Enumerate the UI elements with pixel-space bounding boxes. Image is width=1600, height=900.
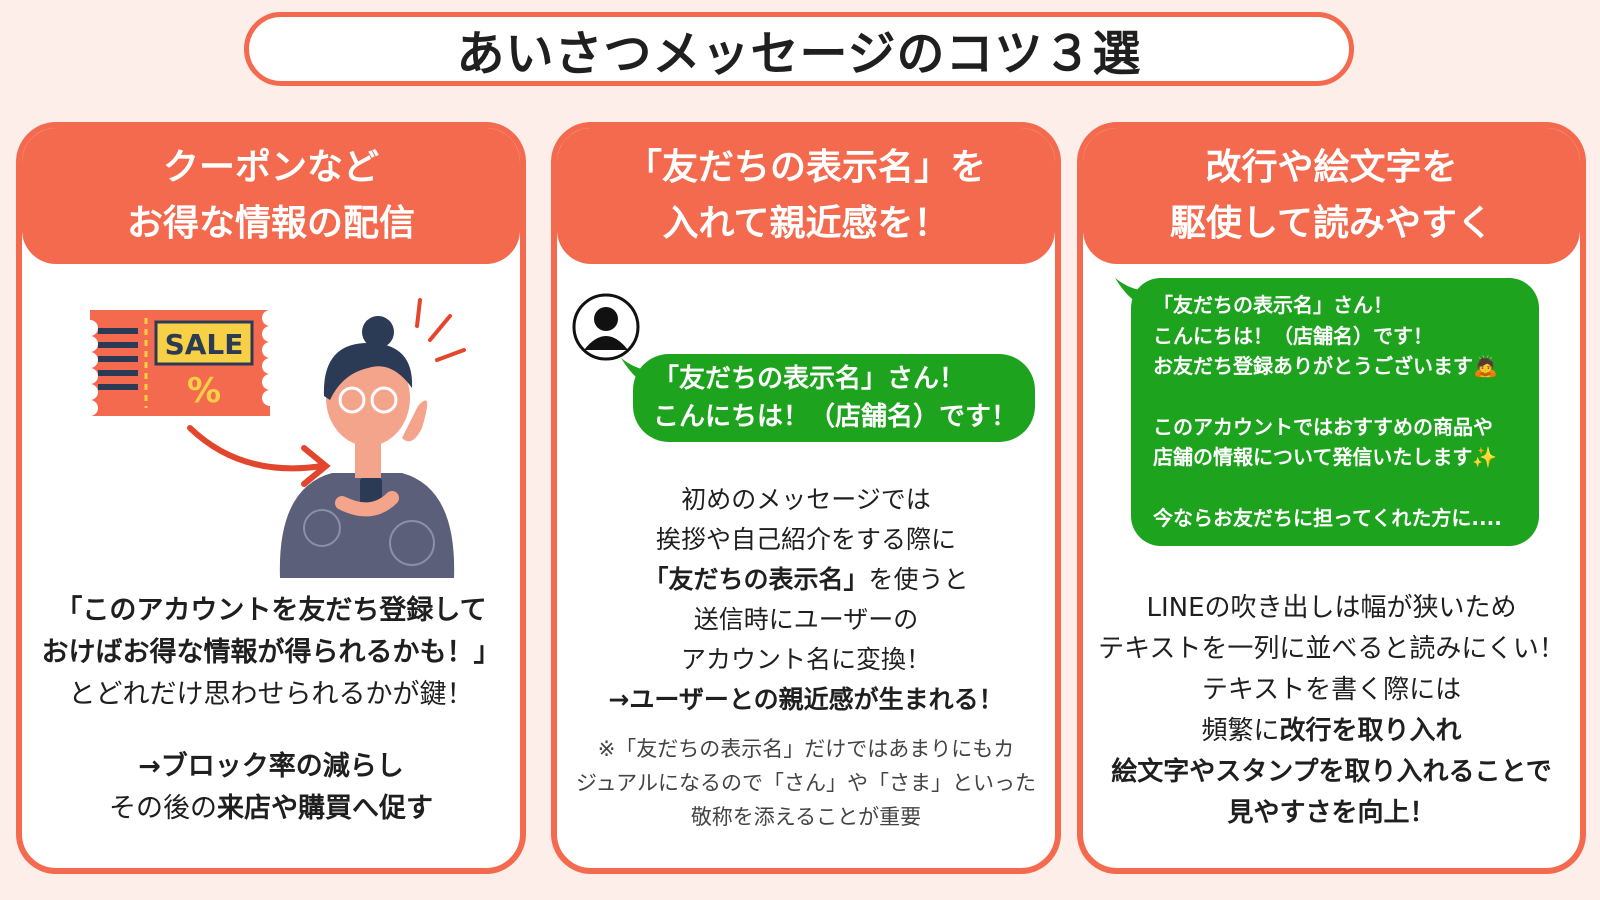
title-banner: あいさつメッセージのコツ３選 <box>244 12 1354 86</box>
bubble-line: お友だち登録ありがとうございます🙇 <box>1153 354 1498 378</box>
quote-follow: とどれだけ思わせられるかが鍵！ <box>68 679 474 710</box>
tip-body: 初めのメッセージでは 挨拶や自己紹介をする際に 「友だちの表示名」を使うと 送信… <box>557 480 1055 720</box>
tip-body: LINEの吹き出しは幅が狭いため テキストを一列に並べると読みにくい！ テキスト… <box>1083 588 1580 834</box>
bubble-line: こんにちは！（店舗名）です！ <box>653 402 1018 432</box>
note-line: 敬称を添えることが重要 <box>690 805 922 829</box>
bubble-line <box>1153 382 1539 412</box>
bubble-line: 店舗の情報について発信いたします✨ <box>1153 445 1498 469</box>
body-bold: 改行を取り入れ <box>1279 716 1462 746</box>
tip-result: →ブロック率の減らし その後の来店や購買へ促す <box>22 746 520 830</box>
result-bold: 来店や購買へ促す <box>217 793 433 824</box>
bubble-line <box>1153 473 1539 503</box>
result-prefix: その後の <box>109 793 217 824</box>
sale-ticket-icon: SALE % <box>90 310 270 416</box>
tip-card-line-breaks: 改行や絵文字を 駆使して読みやすく 「友だちの表示名」さん！ こんにちは！（店舗… <box>1077 122 1586 874</box>
note-line: ※「友だちの表示名」だけではあまりにもカ <box>597 737 1015 761</box>
tip-note: ※「友だちの表示名」だけではあまりにもカ ジュアルになるので「さん」や「さま」と… <box>557 732 1055 834</box>
chat-bubble: 「友だちの表示名」さん！ こんにちは！（店舗名）です！ お友だち登録ありがとうご… <box>1131 278 1539 546</box>
tip-card-coupon: クーポンなど お得な情報の配信 SALE % <box>16 122 526 874</box>
body-bold-suffix: を使うと <box>868 565 969 594</box>
card-heading-line: 改行や絵文字を <box>1205 147 1458 188</box>
card-heading: 改行や絵文字を 駆使して読みやすく <box>1083 128 1580 264</box>
bubble-line: 今ならお友だちに担ってくれた方に.... <box>1153 505 1502 530</box>
body-result: →ユーザーとの親近感が生まれる！ <box>608 685 1004 714</box>
body-line: アカウント名に変換！ <box>680 645 931 674</box>
body-bold: 見やすさを向上！ <box>1227 798 1436 828</box>
body-line: 送信時にユーザーの <box>693 605 919 634</box>
ticket-label: SALE <box>165 328 244 361</box>
body-line: 初めのメッセージでは <box>681 485 931 514</box>
card-heading-line: 「友だちの表示名」を <box>625 147 986 188</box>
note-line: ジュアルになるので「さん」や「さま」といった <box>576 771 1036 795</box>
body-line: LINEの吹き出しは幅が狭いため <box>1146 593 1517 623</box>
card-heading-line: お得な情報の配信 <box>126 203 415 244</box>
body-line: テキストを一列に並べると読みにくい！ <box>1098 634 1565 664</box>
card-heading-line: 入れて親近感を！ <box>662 203 950 244</box>
card-heading: 「友だちの表示名」を 入れて親近感を！ <box>557 128 1055 264</box>
ticket-symbol: % <box>187 371 221 411</box>
body-bold: 「友だちの表示名」 <box>643 565 869 594</box>
body-prefix: 頻繁に <box>1201 716 1280 746</box>
user-avatar-icon <box>572 293 640 361</box>
quote-line: 「このアカウントを友だち登録して <box>55 595 487 626</box>
card-heading-line: クーポンなど <box>162 147 379 188</box>
bubble-line: 「友だちの表示名」さん！ <box>653 364 966 394</box>
result-line: →ブロック率の減らし <box>138 751 404 782</box>
bubble-line: このアカウントではおすすめの商品や <box>1153 414 1493 439</box>
bubble-line: こんにちは！（店舗名）です！ <box>1153 323 1433 348</box>
card-heading: クーポンなど お得な情報の配信 <box>22 128 520 264</box>
body-line: テキストを書く際には <box>1201 675 1462 705</box>
tip-body: 「このアカウントを友だち登録して おけばお得な情報が得られるかも！」 とどれだけ… <box>22 590 520 716</box>
page-title: あいさつメッセージのコツ３選 <box>456 26 1142 82</box>
body-bold: 絵文字やスタンプを取り入れることで <box>1111 757 1552 787</box>
body-line: 挨拶や自己紹介をする際に <box>655 525 956 554</box>
tip-card-display-name: 「友だちの表示名」を 入れて親近感を！ 「友だちの表示名」さん！ こんにちは！（… <box>551 122 1061 874</box>
woman-with-phone-icon <box>279 298 466 578</box>
sale-illustration: SALE % <box>90 298 466 578</box>
chat-bubble: 「友だちの表示名」さん！ こんにちは！（店舗名）です！ <box>633 354 1035 442</box>
card-heading-line: 駆使して読みやすく <box>1170 203 1493 244</box>
bubble-line: 「友だちの表示名」さん！ <box>1153 293 1393 317</box>
quote-line: おけばお得な情報が得られるかも！」 <box>41 637 501 668</box>
